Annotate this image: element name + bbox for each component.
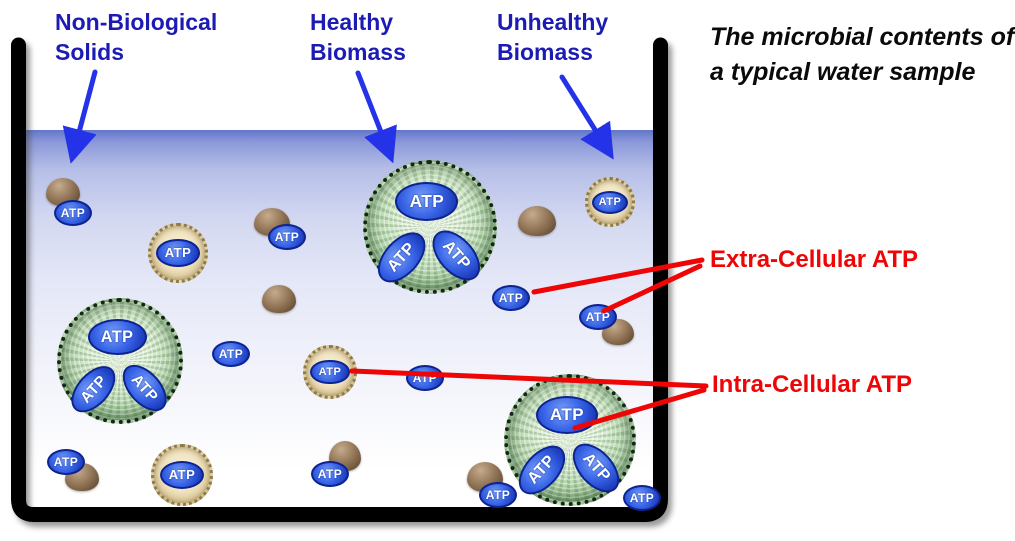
atp-badge: ATP <box>406 365 444 391</box>
atp-badge: ATP <box>591 190 629 214</box>
non-biological-solid <box>262 285 296 313</box>
atp-badge: ATP <box>479 482 517 508</box>
atp-badge: ATP <box>579 304 617 330</box>
atp-badge: ATP <box>536 396 598 434</box>
atp-badge: ATP <box>159 460 205 490</box>
atp-badge: ATP <box>212 341 250 367</box>
atp-badge: ATP <box>87 319 147 356</box>
atp-badge: ATP <box>47 449 85 475</box>
atp-badge: ATP <box>54 200 92 226</box>
atp-badge: ATP <box>268 224 306 250</box>
atp-badge: ATP <box>156 239 200 267</box>
atp-badge: ATP <box>395 182 459 221</box>
atp-badge: ATP <box>310 359 350 385</box>
non-biological-solid <box>518 206 556 236</box>
atp-badge: ATP <box>311 461 349 487</box>
beaker-wall <box>11 37 668 522</box>
atp-badge: ATP <box>492 285 530 311</box>
atp-badge: ATP <box>623 485 661 511</box>
